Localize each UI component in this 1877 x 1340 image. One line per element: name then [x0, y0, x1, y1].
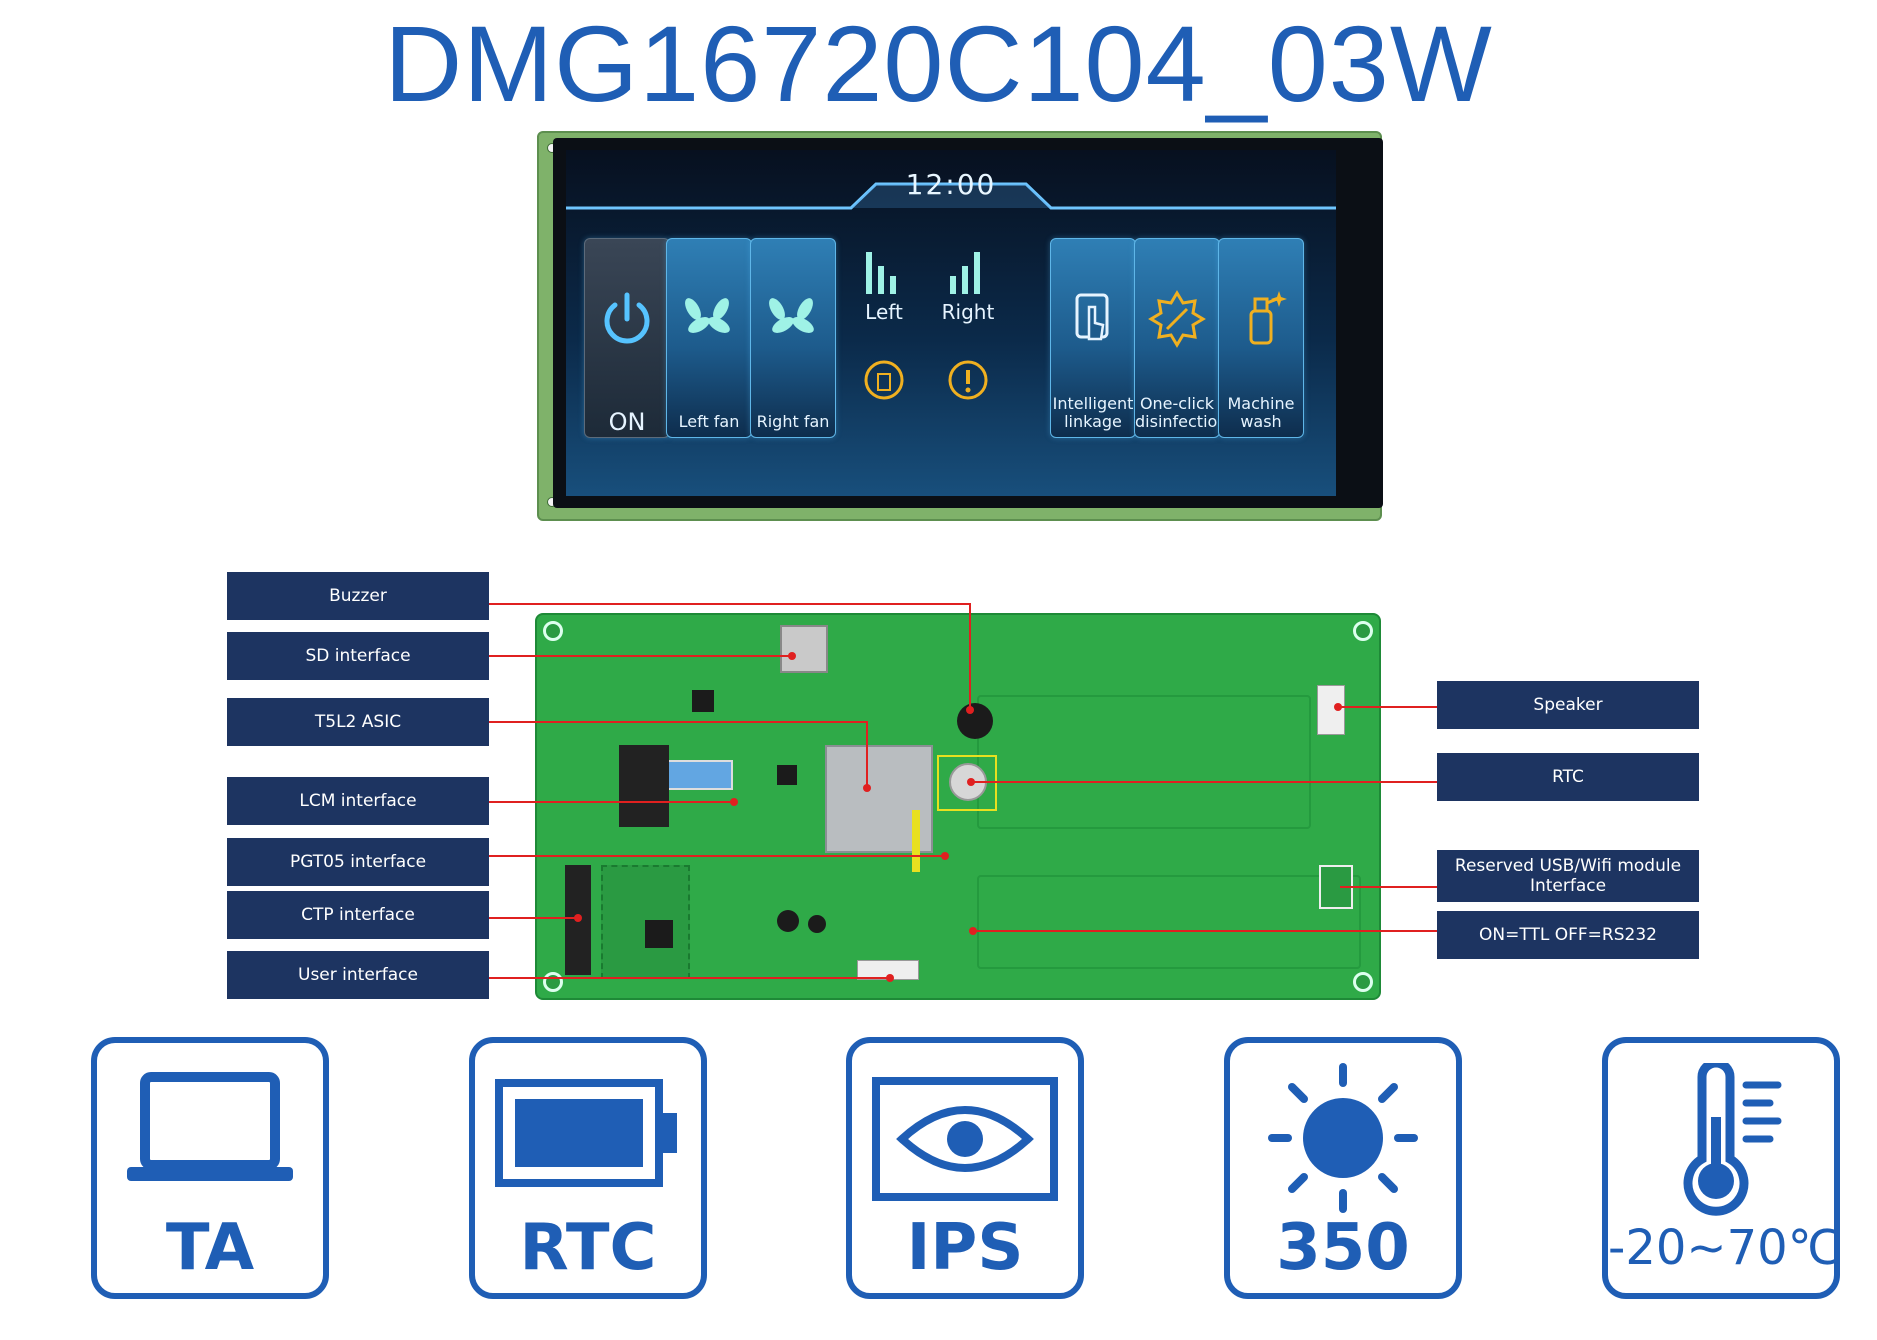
label-sd-interface: SD interface — [227, 632, 489, 680]
battery-icon — [495, 1079, 677, 1187]
feature-label: RTC — [519, 1211, 657, 1285]
pointer-dot — [967, 778, 975, 786]
right-fan-card[interactable]: Right fan — [750, 238, 836, 438]
label-speaker: Speaker — [1437, 681, 1699, 729]
header-bar-shape — [566, 182, 1336, 210]
sd-slot — [780, 625, 828, 673]
speaker-connector — [1317, 685, 1345, 735]
on-card[interactable]: ON — [584, 238, 670, 438]
card-label: Intelligent linkage — [1052, 394, 1134, 431]
capacitor — [808, 915, 826, 933]
touch-hand-icon — [1075, 293, 1109, 341]
spray-bottle-icon — [1249, 291, 1287, 345]
capacitor — [777, 910, 799, 932]
card-label: Right fan — [756, 412, 830, 431]
buzzer-component — [957, 703, 993, 739]
sun-icon — [1268, 1063, 1418, 1213]
pointer-line — [489, 977, 889, 979]
label-ttl-rs232: ON=TTL OFF=RS232 — [1437, 911, 1699, 959]
feature-label: -20~70℃ — [1608, 1220, 1842, 1276]
card-label: Machine wash — [1227, 394, 1295, 431]
mount-hole — [543, 621, 563, 641]
pointer-line — [972, 930, 1437, 932]
laptop-icon — [127, 1072, 293, 1181]
machine-wash-card[interactable]: Machine wash — [1218, 238, 1304, 438]
power-icon — [604, 292, 650, 344]
pointer-line — [489, 855, 944, 857]
pointer-dot — [941, 852, 949, 860]
chip — [692, 690, 714, 712]
left-fan-card[interactable]: Left fan — [666, 238, 752, 438]
rtc-area — [937, 755, 997, 811]
fan-icon — [685, 298, 730, 333]
pointer-dot — [966, 706, 974, 714]
eye-icon — [872, 1077, 1058, 1201]
pcb-trace — [977, 875, 1361, 969]
left-signal-label: Left — [865, 300, 903, 324]
pointer-line — [489, 917, 577, 919]
pointer-line — [1340, 886, 1437, 888]
lcm-connector — [619, 745, 669, 827]
label-pgt05-interface: PGT05 interface — [227, 838, 489, 886]
bottle-icon — [864, 360, 904, 400]
signal-bars-icon — [866, 252, 896, 294]
feature-label: IPS — [906, 1211, 1024, 1285]
feature-brightness: 350 — [1224, 1037, 1462, 1299]
feature-ta: TA — [91, 1037, 329, 1299]
pointer-dot — [969, 927, 977, 935]
feature-label: TA — [165, 1211, 255, 1285]
pointer-line — [489, 655, 791, 657]
label-buzzer: Buzzer — [227, 572, 489, 620]
disinfection-card[interactable]: One-click disinfection — [1134, 238, 1228, 438]
asic-chip — [825, 745, 933, 853]
mount-hole — [543, 972, 563, 992]
label-usb-wifi: Reserved USB/Wifi module Interface — [1437, 850, 1699, 902]
pcb-trace — [977, 695, 1311, 829]
pointer-line — [866, 721, 868, 787]
right-signal-label: Right — [941, 300, 995, 324]
card-label: One-click disinfection — [1135, 394, 1228, 431]
pointer-line — [969, 603, 971, 709]
card-label: Left fan — [678, 412, 740, 431]
clock-time: 12:00 — [905, 168, 997, 201]
pointer-line — [489, 801, 733, 803]
pcb-board — [535, 613, 1381, 1000]
pointer-line — [1337, 706, 1437, 708]
pointer-dot — [886, 974, 894, 982]
lcd-screen: 12:00 ON Left fan Right fan Left Right — [566, 150, 1336, 496]
pointer-line — [970, 781, 1437, 783]
pointer-dot — [730, 798, 738, 806]
chip — [645, 920, 673, 948]
disinfection-icon — [1148, 290, 1206, 348]
pointer-dot — [788, 652, 796, 660]
fan-icon — [769, 298, 814, 333]
label-t5l2-asic: T5L2 ASIC — [227, 698, 489, 746]
pointer-dot — [574, 914, 582, 922]
pointer-line — [489, 603, 971, 605]
signal-bars-icon — [950, 252, 980, 294]
pointer-dot — [1334, 703, 1342, 711]
page-title: DMG16720C104_03W — [384, 3, 1493, 124]
card-label: ON — [608, 408, 646, 436]
mount-hole — [1353, 972, 1373, 992]
feature-rtc: RTC — [469, 1037, 707, 1299]
pgt05-header — [912, 810, 920, 872]
feature-temperature: -20~70℃ — [1602, 1037, 1842, 1299]
label-user-interface: User interface — [227, 951, 489, 999]
chip — [777, 765, 797, 785]
pointer-dot — [863, 784, 871, 792]
feature-ips: IPS — [846, 1037, 1084, 1299]
feature-label: 350 — [1276, 1211, 1410, 1285]
mount-hole — [1353, 621, 1373, 641]
pointer-line — [489, 721, 867, 723]
label-ctp-interface: CTP interface — [227, 891, 489, 939]
label-rtc: RTC — [1437, 753, 1699, 801]
intelligent-linkage-card[interactable]: Intelligent linkage — [1050, 238, 1136, 438]
warning-icon — [948, 360, 988, 400]
label-lcm-interface: LCM interface — [227, 777, 489, 825]
thermometer-icon — [1683, 1063, 1782, 1216]
